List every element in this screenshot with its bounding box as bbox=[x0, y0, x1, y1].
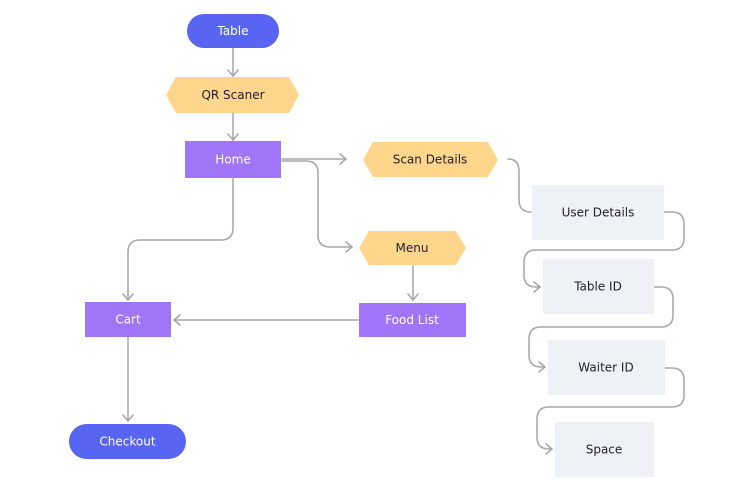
connectors bbox=[122, 47, 685, 455]
node-table-shape bbox=[187, 14, 279, 48]
connector-home-to-menu bbox=[281, 160, 353, 253]
connector-user-details-to-table-id bbox=[523, 211, 685, 293]
node-food-list-label: Food List bbox=[385, 313, 439, 327]
node-cart[interactable]: Cart bbox=[85, 302, 171, 337]
node-checkout-shape bbox=[69, 424, 186, 459]
node-menu-label: Menu bbox=[396, 241, 429, 255]
node-menu[interactable]: Menu bbox=[359, 231, 466, 265]
node-cart-shape bbox=[85, 302, 171, 337]
connector-home-to-cart bbox=[122, 177, 234, 301]
node-user-details-label: User Details bbox=[562, 206, 635, 220]
connector-food-list-to-cart bbox=[173, 314, 359, 326]
node-qr-scanner-shape bbox=[166, 77, 299, 113]
connector-waiter-id-to-space bbox=[536, 367, 685, 455]
node-waiter-id-shape bbox=[548, 340, 665, 395]
node-table-id[interactable]: Table ID bbox=[543, 259, 654, 314]
node-space-label: Space bbox=[586, 443, 623, 457]
connector-qr-scanner-to-home bbox=[227, 112, 239, 141]
connector-table-to-qr-scanner bbox=[227, 47, 239, 77]
node-cart-label: Cart bbox=[115, 313, 141, 327]
node-table-id-label: Table ID bbox=[573, 280, 622, 294]
node-scan-details-label: Scan Details bbox=[393, 153, 468, 167]
node-space[interactable]: Space bbox=[555, 422, 654, 477]
node-table-id-shape bbox=[543, 259, 654, 314]
node-scan-details-shape bbox=[363, 142, 498, 177]
node-qr-scanner-label: QR Scaner bbox=[201, 88, 264, 102]
node-home-shape bbox=[185, 141, 281, 178]
node-qr-scanner[interactable]: QR Scaner bbox=[166, 77, 299, 113]
node-checkout-label: Checkout bbox=[99, 435, 155, 449]
connector-home-to-scan-details bbox=[281, 153, 347, 165]
connector-cart-to-checkout bbox=[122, 336, 134, 422]
node-table-label: Table bbox=[216, 24, 248, 38]
node-user-details[interactable]: User Details bbox=[532, 185, 664, 240]
node-food-list-shape bbox=[359, 303, 466, 337]
node-waiter-id[interactable]: Waiter ID bbox=[548, 340, 665, 395]
node-home[interactable]: Home bbox=[185, 141, 281, 178]
node-checkout[interactable]: Checkout bbox=[69, 424, 186, 459]
node-waiter-id-label: Waiter ID bbox=[578, 361, 633, 375]
node-table[interactable]: Table bbox=[187, 14, 279, 48]
node-home-label: Home bbox=[215, 153, 250, 167]
node-food-list[interactable]: Food List bbox=[359, 303, 466, 337]
connector-table-id-to-waiter-id bbox=[528, 286, 674, 373]
node-scan-details[interactable]: Scan Details bbox=[363, 142, 498, 177]
connector-scan-details-to-user-details bbox=[507, 158, 532, 213]
node-user-details-shape bbox=[532, 185, 664, 240]
node-space-shape bbox=[555, 422, 654, 477]
node-menu-shape bbox=[359, 231, 466, 265]
connector-menu-to-food-list bbox=[407, 265, 419, 301]
